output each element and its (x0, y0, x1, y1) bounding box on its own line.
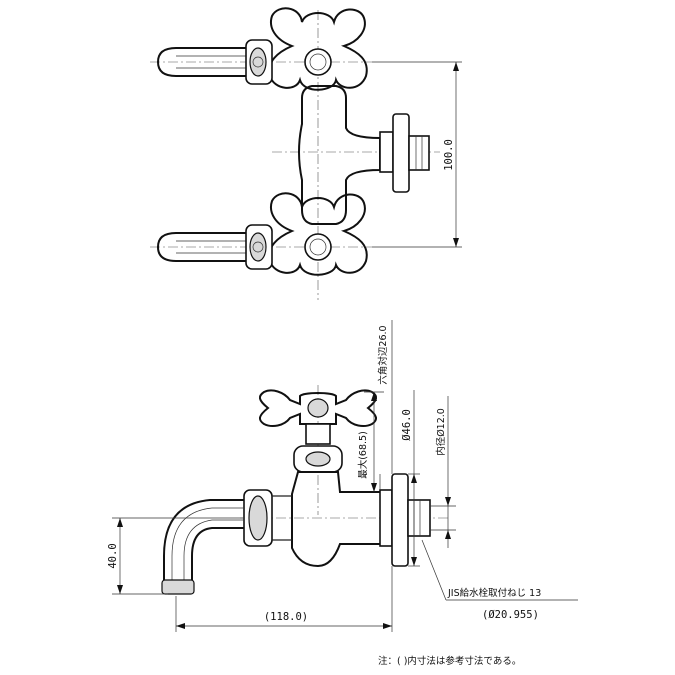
upper-spout (156, 39, 273, 85)
side-flange (391, 473, 409, 567)
dimension-68-5: 最大(68.5) (357, 391, 384, 492)
dimension-inner-12: 内径Ø12.0 (430, 396, 456, 548)
dimension-40: 40.0 (107, 517, 244, 595)
flange-plate (392, 113, 410, 193)
dimension-label-inner-12: 内径Ø12.0 (435, 408, 447, 456)
upper-cross-handle (268, 7, 368, 91)
thread-label: JIS給水栓取付ねじ 13 (447, 587, 541, 599)
dimension-label-68-5: 最大(68.5) (357, 431, 369, 479)
dimension-dia-46: Ø46.0 (401, 390, 420, 567)
dimension-hex-26: 六角対辺26.0 (377, 320, 393, 490)
dimension-label-hex-26: 六角対辺26.0 (377, 325, 389, 384)
dimension-label-dia-46: Ø46.0 (401, 409, 413, 441)
curved-spout (161, 499, 244, 595)
top-view: 100.0 (150, 7, 462, 300)
side-thread (407, 499, 431, 537)
hex-nut-side (379, 131, 394, 173)
side-hex-nut (379, 489, 393, 547)
dimension-label-118: (118.0) (264, 611, 308, 623)
thread-stub (408, 135, 430, 171)
valve-body (298, 85, 381, 225)
lower-spout (156, 224, 273, 270)
lower-cross-handle (268, 192, 368, 276)
dimension-label-40: 40.0 (107, 543, 119, 568)
side-view: 40.0 (118.0) 最大(68.5) 六角対辺26.0 (107, 320, 578, 632)
thread-diameter: (Ø20.955) (482, 609, 539, 621)
side-valve-body (291, 471, 385, 568)
dimension-label-100: 100.0 (443, 139, 455, 171)
dimension-118: (118.0) (175, 566, 393, 632)
thread-callout: JIS給水栓取付ねじ 13 (Ø20.955) (421, 539, 578, 621)
footnote: 注：( )内寸法は参考寸法である。 (378, 655, 521, 667)
dimension-100: 100.0 (372, 61, 462, 248)
